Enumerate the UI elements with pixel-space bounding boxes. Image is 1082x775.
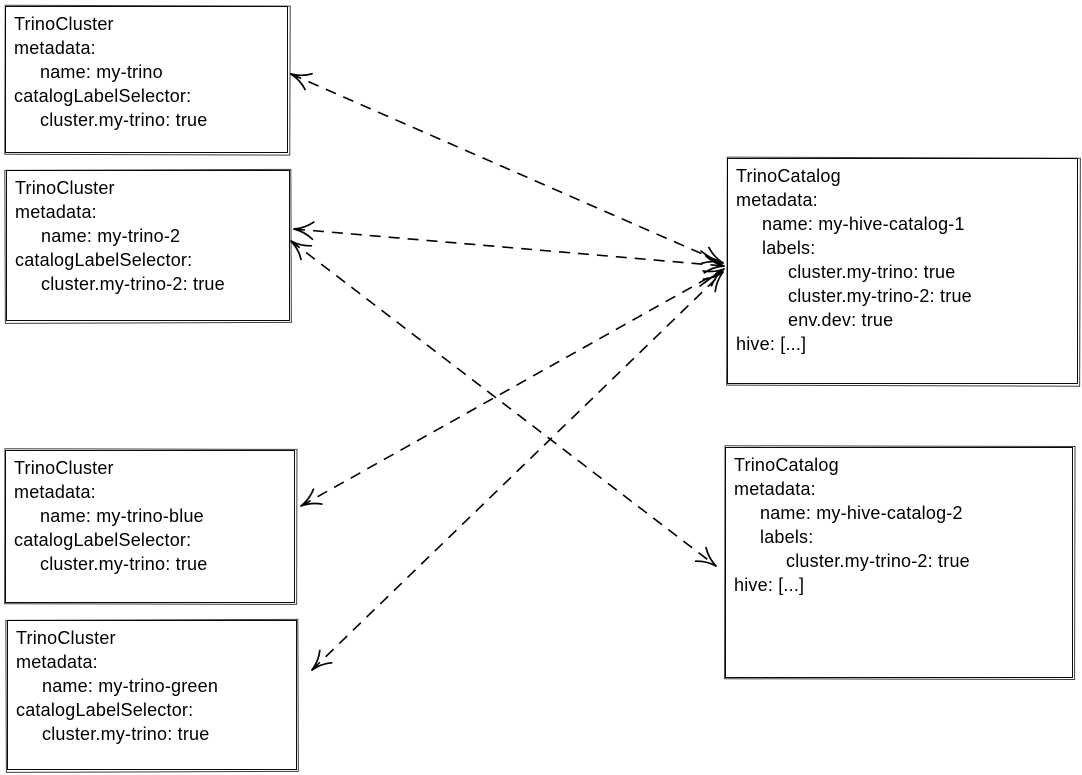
- arrowhead: [701, 260, 724, 265]
- arrowhead: [290, 72, 313, 77]
- yaml-line: metadata:: [15, 202, 97, 222]
- resource-kind-label: TrinoCluster: [14, 458, 114, 478]
- arrowhead: [293, 221, 315, 230]
- arrow-my-trino-2--my-hive-catalog-1: [293, 228, 725, 267]
- trinocluster-my-trino-2-box: TrinoCluster metadata: name: my-trino-2 …: [6, 170, 290, 321]
- yaml-line: name: my-trino-2: [15, 226, 181, 246]
- resource-kind-label: TrinoCluster: [14, 14, 114, 34]
- yaml-line: metadata:: [16, 652, 98, 672]
- arrowhead: [694, 560, 717, 567]
- yaml-line: catalogLabelSelector:: [14, 530, 192, 550]
- trinocluster-my-trino-green-box: TrinoCluster metadata: name: my-trino-gr…: [7, 620, 297, 770]
- arrow-my-trino-2--my-hive-catalog-2: [290, 240, 717, 567]
- arrowhead: [293, 228, 314, 241]
- yaml-line: env.dev: true: [736, 310, 894, 330]
- yaml-line: metadata:: [14, 38, 96, 58]
- trinocluster-my-trino-box: TrinoCluster metadata: name: my-trino ca…: [5, 6, 288, 153]
- arrowhead: [714, 271, 724, 293]
- arrowhead: [290, 73, 306, 91]
- arrow-my-trino--my-hive-catalog-1: [290, 73, 724, 264]
- arrowhead: [702, 271, 724, 281]
- yaml-line: name: my-trino-blue: [14, 506, 204, 526]
- arrowhead: [708, 246, 724, 264]
- yaml-line: cluster.my-trino: true: [14, 554, 208, 574]
- arrowhead: [311, 649, 321, 671]
- yaml-line: name: my-trino: [14, 62, 163, 82]
- yaml-line: metadata:: [736, 190, 818, 210]
- resource-kind-label: TrinoCatalog: [736, 166, 841, 186]
- yaml-line: catalogLabelSelector:: [15, 250, 193, 270]
- arrowhead: [710, 268, 725, 287]
- arrowhead: [702, 268, 725, 273]
- arrowhead: [311, 661, 333, 671]
- yaml-line: catalogLabelSelector:: [14, 86, 192, 106]
- yaml-line: cluster.my-trino-2: true: [15, 274, 225, 294]
- yaml-line: cluster.my-trino: true: [16, 724, 210, 744]
- resource-kind-label: TrinoCluster: [16, 628, 116, 648]
- arrowhead: [703, 265, 725, 274]
- yaml-line: hive: [...]: [736, 334, 807, 354]
- yaml-line: metadata:: [14, 482, 96, 502]
- yaml-line: labels:: [734, 527, 814, 547]
- yaml-line: cluster.my-trino-2: true: [736, 286, 972, 306]
- arrowhead-cluster-sketch-stroke: [700, 250, 723, 266]
- yaml-line: name: my-trino-green: [16, 676, 219, 696]
- arrowhead: [290, 240, 313, 247]
- yaml-line: name: my-hive-catalog-1: [736, 214, 965, 234]
- trinocluster-my-trino-blue-box: TrinoCluster metadata: name: my-trino-bl…: [5, 450, 295, 603]
- arrow-my-trino-blue--my-hive-catalog-1: [300, 268, 725, 507]
- arrowhead: [290, 240, 302, 261]
- yaml-line: cluster.my-trino: true: [14, 110, 208, 130]
- yaml-line: name: my-hive-catalog-2: [734, 503, 963, 523]
- yaml-line: labels:: [736, 238, 816, 258]
- yaml-line: catalogLabelSelector:: [16, 700, 194, 720]
- yaml-line: cluster.my-trino: true: [736, 262, 956, 282]
- yaml-line: cluster.my-trino-2: true: [734, 551, 970, 571]
- arrowhead: [705, 546, 717, 567]
- arrow-my-trino-green--my-hive-catalog-1: [311, 271, 724, 671]
- arrowhead: [704, 254, 725, 267]
- arrowhead: [300, 488, 315, 507]
- arrowhead: [300, 502, 323, 507]
- trinocatalog-my-hive-catalog-1-box: TrinoCatalog metadata: name: my-hive-cat…: [727, 158, 1078, 384]
- trinocatalog-my-hive-catalog-2-box: TrinoCatalog metadata: name: my-hive-cat…: [725, 447, 1073, 678]
- arrowhead-cluster-sketch-stroke: [699, 269, 723, 287]
- yaml-line: metadata:: [734, 479, 816, 499]
- resource-kind-label: TrinoCluster: [15, 178, 115, 198]
- yaml-line: hive: [...]: [734, 575, 805, 595]
- resource-kind-label: TrinoCatalog: [734, 455, 839, 475]
